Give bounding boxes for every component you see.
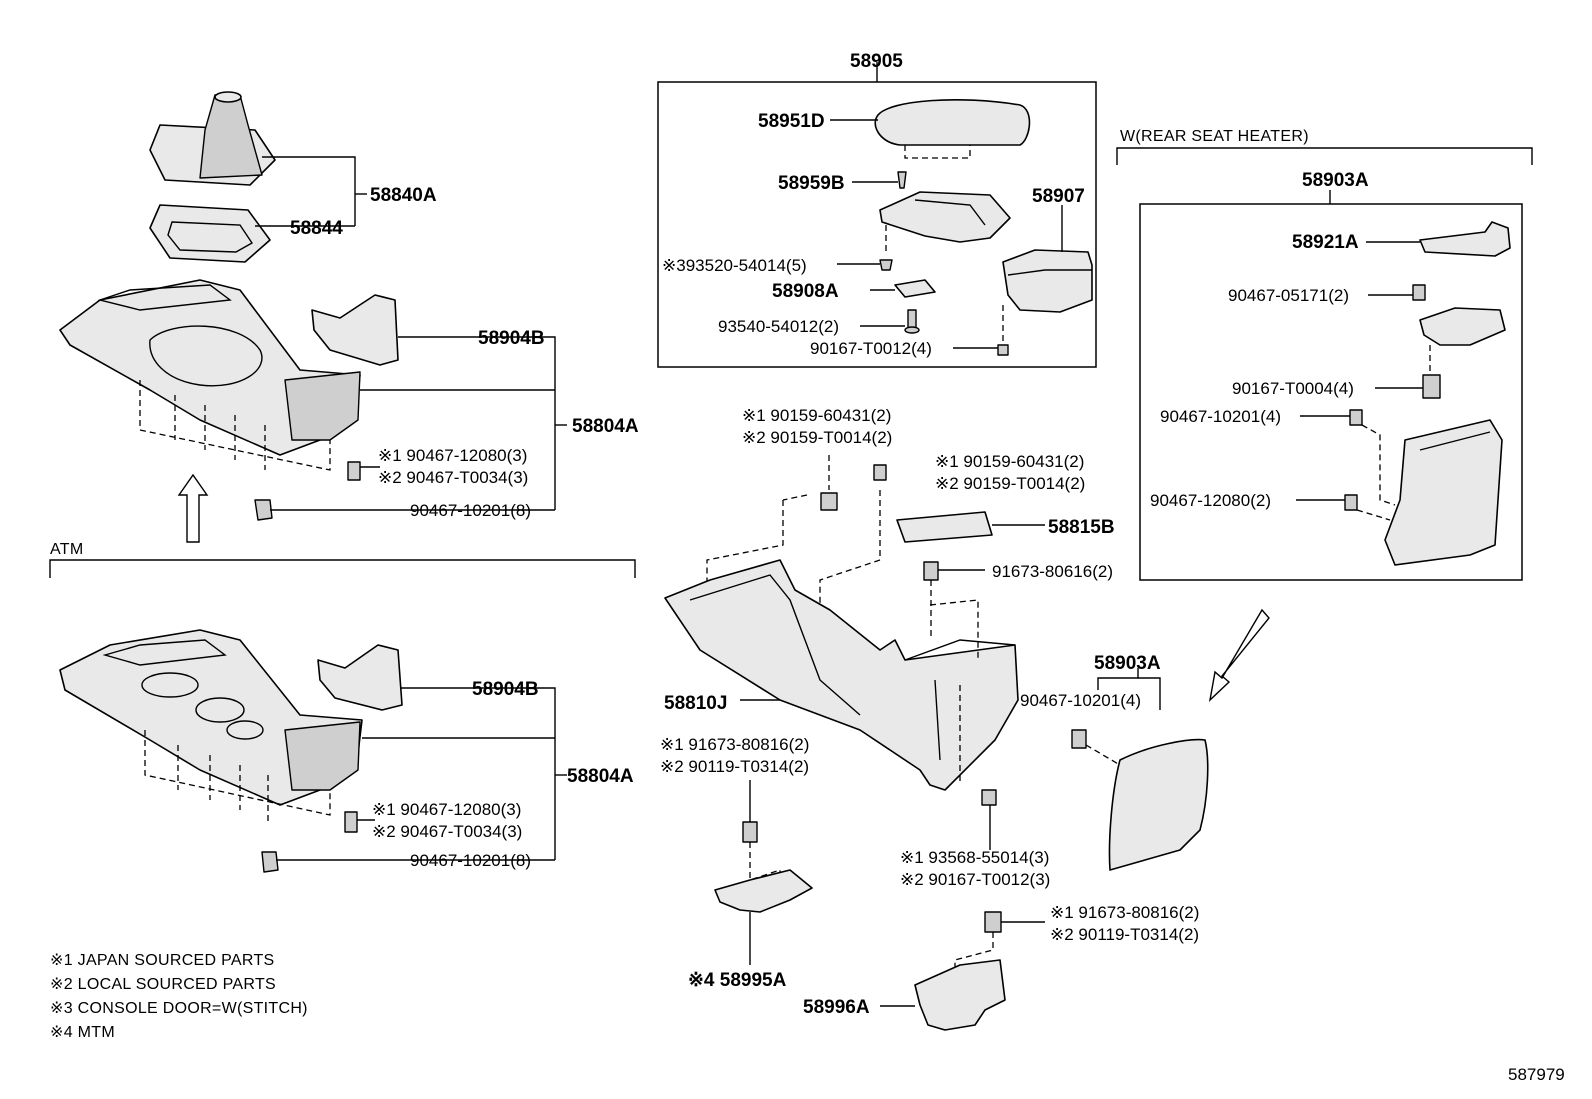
label-90159-T0014-b: ※2 90159-T0014(2) xyxy=(935,474,1085,493)
label-91673-80616: 91673-80616(2) xyxy=(992,562,1113,581)
label-58904B-bot: 58904B xyxy=(472,679,539,700)
label-90119-T0314-b: ※2 90119-T0314(2) xyxy=(1050,925,1199,944)
label-atm: ATM xyxy=(50,541,84,558)
arrow-down-left-icon xyxy=(1208,608,1270,702)
label-rear-seat-heater: W(REAR SEAT HEATER) xyxy=(1120,128,1309,145)
console-box-58810J xyxy=(664,455,1045,850)
label-90159-T0014-a: ※2 90159-T0014(2) xyxy=(742,428,892,447)
label-93568-55014: ※1 93568-55014(3) xyxy=(900,848,1049,867)
label-58907: 58907 xyxy=(1032,186,1085,207)
label-58959B: 58959B xyxy=(778,173,845,194)
figure-code: 587979 xyxy=(1508,1065,1565,1084)
label-58804A-top: 58804A xyxy=(572,416,639,437)
label-58905: 58905 xyxy=(850,51,903,72)
note-2: ※2 LOCAL SOURCED PARTS xyxy=(50,976,276,993)
label-58908A: 58908A xyxy=(772,281,839,302)
label-58804A-bot: 58804A xyxy=(567,766,634,787)
note-4: ※4 MTM xyxy=(50,1024,115,1041)
rear-heater-parts xyxy=(1296,221,1511,566)
console-upper-atm-bottom xyxy=(59,629,403,873)
label-90467-10201-4a: 90467-10201(4) xyxy=(1160,407,1281,426)
label-91673-80816-a: ※1 91673-80816(2) xyxy=(660,735,809,754)
label-90467-05171: 90467-05171(2) xyxy=(1228,286,1349,305)
label-93540-54012: 93540-54012(2) xyxy=(718,317,839,336)
label-90167-T0012-3: ※2 90167-T0012(3) xyxy=(900,870,1050,889)
bracket-58996A xyxy=(880,911,1045,1031)
label-58840A: 58840A xyxy=(370,185,437,206)
label-90467-12080-top: ※1 90467-12080(3) xyxy=(378,446,527,465)
label-90467-T0034-top: ※2 90467-T0034(3) xyxy=(378,468,528,487)
label-58903A-bot: 58903A xyxy=(1094,653,1161,674)
label-58903A-top: 58903A xyxy=(1302,170,1369,191)
console-upper-atm-top xyxy=(59,279,399,521)
rear-heater-cover-58903A xyxy=(1071,668,1209,871)
label-90467-12080-bot: ※1 90467-12080(3) xyxy=(372,800,521,819)
label-90167-T0004: 90167-T0004(4) xyxy=(1232,379,1354,398)
label-91673-80816-b: ※1 91673-80816(2) xyxy=(1050,903,1199,922)
label-90159-60431-b: ※1 90159-60431(2) xyxy=(935,452,1084,471)
label-90119-T0314-a: ※2 90119-T0314(2) xyxy=(660,757,809,776)
label-90467-10201-bot: 90467-10201(8) xyxy=(410,851,531,870)
label-90467-T0034-bot: ※2 90467-T0034(3) xyxy=(372,822,522,841)
label-90467-10201-top: 90467-10201(8) xyxy=(410,501,531,520)
leaders-left xyxy=(255,156,567,861)
label-58951D: 58951D xyxy=(758,111,825,132)
note-3: ※3 CONSOLE DOOR=W(STITCH) xyxy=(50,1000,308,1017)
label-90467-10201-4b: 90467-10201(4) xyxy=(1020,691,1141,710)
label-90467-12080-2: 90467-12080(2) xyxy=(1150,491,1271,510)
label-58815B: 58815B xyxy=(1048,517,1115,538)
label-58921A: 58921A xyxy=(1292,232,1359,253)
atm-section-bracket xyxy=(49,559,636,578)
label-58810J: 58810J xyxy=(664,693,727,714)
armrest-assembly-box xyxy=(657,62,1097,368)
arrow-up-icon xyxy=(177,473,209,543)
rear-seat-heater-bracket xyxy=(1116,147,1533,581)
label-93520-54014: ※393520-54014(5) xyxy=(662,256,807,275)
label-90167-T0012-4: 90167-T0012(4) xyxy=(810,339,932,358)
label-58904B-top: 58904B xyxy=(478,328,545,349)
label-90159-60431-a: ※1 90159-60431(2) xyxy=(742,406,891,425)
label-58844: 58844 xyxy=(290,218,343,239)
label-58995A: ※4 58995A xyxy=(688,970,787,991)
note-1: ※1 JAPAN SOURCED PARTS xyxy=(50,952,275,969)
shift-boot-assembly xyxy=(149,91,276,263)
bracket-58995A xyxy=(714,780,813,965)
labels: 58905 58951D 58959B 58907 ※393520-54014(… xyxy=(50,51,1565,1084)
label-58996A: 58996A xyxy=(803,997,870,1018)
